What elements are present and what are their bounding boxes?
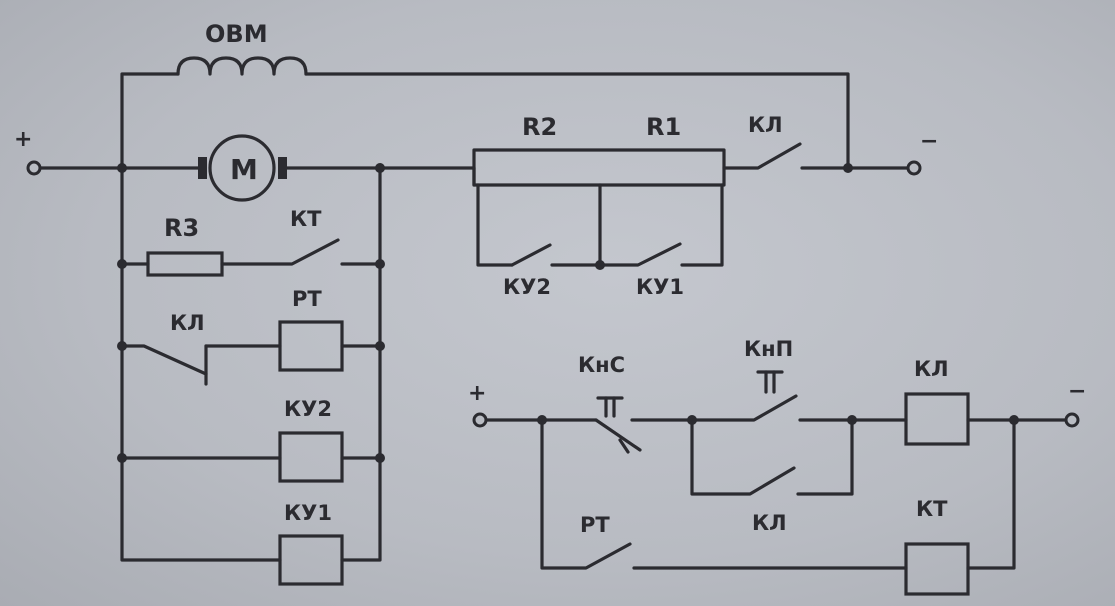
minus-terminal-control xyxy=(1064,412,1080,428)
left-bus xyxy=(120,166,282,562)
kl-nc-label: КЛ xyxy=(170,311,205,335)
kl-nc-rt-branch: КЛ РТ xyxy=(120,287,382,386)
rt-coil-label: РТ xyxy=(292,287,322,311)
kt-coil xyxy=(904,542,970,596)
kl-coil-label: КЛ xyxy=(914,357,949,381)
kt-contact-label: КТ xyxy=(290,207,322,231)
power-junctions xyxy=(117,163,853,463)
rt-kt-branch: РТ КТ xyxy=(540,418,1016,596)
r1-label: R1 xyxy=(646,113,681,141)
r2-label: R2 xyxy=(522,113,557,141)
knc-stop-button: КнС xyxy=(578,353,625,418)
rt-contact-label: РТ xyxy=(580,513,610,537)
control-junctions xyxy=(537,415,1019,425)
ky2-contact-label: КУ2 xyxy=(503,275,551,299)
ky1-coil-label: КУ1 xyxy=(284,501,332,525)
plus-main-label: + xyxy=(14,127,32,152)
kl-hold-label: КЛ xyxy=(752,511,787,535)
plus-terminal-main xyxy=(26,160,42,176)
minus-control-label: − xyxy=(1068,379,1086,404)
ky1-coil-branch: КУ1 xyxy=(278,501,344,586)
kl-hold-contact: КЛ xyxy=(690,418,854,535)
ky2-bypass-contact: КУ2 xyxy=(503,243,602,299)
plus-terminal-control xyxy=(472,412,488,428)
r3-kt-branch: R3 КТ xyxy=(120,207,382,277)
r3-resistor xyxy=(146,251,224,277)
control-main-line xyxy=(484,394,908,454)
ky2-coil-label: КУ2 xyxy=(284,397,332,421)
motor-label: М xyxy=(230,153,258,186)
ky2-coil xyxy=(278,431,344,483)
ky1-contact-label: КУ1 xyxy=(636,275,684,299)
right-bus xyxy=(340,166,382,562)
knc-label: КнС xyxy=(578,353,625,377)
power-terminals: + − xyxy=(14,127,938,176)
field-winding-ovm: ОВМ xyxy=(120,20,850,170)
control-terminals: + − xyxy=(468,379,1086,428)
kl-coil: КЛ xyxy=(904,357,1068,446)
plus-control-label: + xyxy=(468,381,486,406)
knp-label: КнП xyxy=(744,337,793,361)
rt-coil xyxy=(278,320,344,372)
kl-main-contact: КЛ xyxy=(722,113,910,170)
kl-main-label: КЛ xyxy=(748,113,783,137)
kt-coil-label: КТ xyxy=(916,497,948,521)
knp-start-button: КнП xyxy=(744,337,793,394)
minus-terminal-main xyxy=(906,160,922,176)
ky2-coil-branch: КУ2 xyxy=(120,397,382,483)
ky1-bypass-contact: КУ1 xyxy=(598,242,684,299)
motor-m: М xyxy=(198,134,287,202)
ky1-coil xyxy=(278,534,344,586)
r3-label: R3 xyxy=(164,214,199,242)
minus-main-label: − xyxy=(920,129,938,154)
ovm-label: ОВМ xyxy=(205,20,268,48)
resistor-block-r2-r1: R2 R1 xyxy=(472,113,726,267)
